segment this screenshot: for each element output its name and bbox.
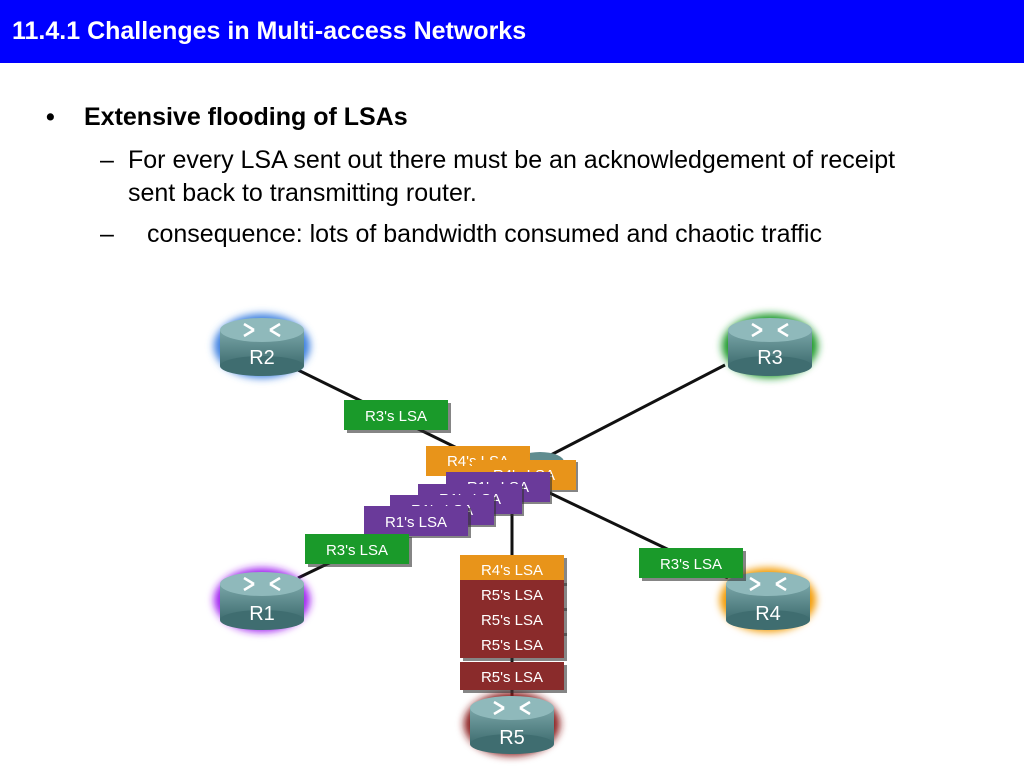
lsa-r4-bottom: R4's LSA xyxy=(460,555,567,586)
lsa-r3-top: R3's LSA xyxy=(344,400,451,433)
router-r2: R2 xyxy=(214,314,310,378)
slide-title: 11.4.1 Challenges in Multi-access Networ… xyxy=(12,17,527,45)
lsa-r1-front: R1's LSA xyxy=(364,506,471,538)
bullet-text: For every LSA sent out there must be an … xyxy=(128,146,896,207)
router-arrows-icon xyxy=(243,576,281,592)
router-r3: R3 xyxy=(722,314,818,378)
router-label: R3 xyxy=(757,347,783,369)
router-label: R2 xyxy=(249,347,275,369)
svg-text:R5's LSA: R5's LSA xyxy=(481,669,543,686)
router-arrows-icon xyxy=(749,576,787,592)
svg-text:R3's LSA: R3's LSA xyxy=(326,542,388,559)
router-arrows-icon xyxy=(493,700,531,716)
dash-marker: – xyxy=(100,146,114,174)
lsa-r5-4: R5's LSA xyxy=(460,662,567,693)
bullet-text: Extensive flooding of LSAs xyxy=(84,103,408,131)
lsa-r5-3: R5's LSA xyxy=(460,630,567,661)
router-arrows-icon xyxy=(243,322,281,338)
router-r1: R1 xyxy=(214,568,310,632)
router-label: R4 xyxy=(755,603,781,625)
router-r4: R4 xyxy=(720,568,816,632)
lsa-r3-left: R3's LSA xyxy=(305,534,412,567)
dash-marker: – xyxy=(100,220,114,248)
svg-text:R5's LSA: R5's LSA xyxy=(481,637,543,654)
svg-text:R3's LSA: R3's LSA xyxy=(660,556,722,573)
router-label: R1 xyxy=(249,603,275,625)
svg-text:R5's LSA: R5's LSA xyxy=(481,587,543,604)
router-arrows-icon xyxy=(751,322,789,338)
svg-text:R4's LSA: R4's LSA xyxy=(481,562,543,579)
title-bar: 11.4.1 Challenges in Multi-access Networ… xyxy=(0,0,1024,63)
lsa-r3-right: R3's LSA xyxy=(639,548,746,581)
router-r5: R5 xyxy=(464,692,560,756)
svg-text:R3's LSA: R3's LSA xyxy=(365,408,427,425)
bullet-text: consequence: lots of bandwidth consumed … xyxy=(147,220,822,248)
router-label: R5 xyxy=(499,727,525,749)
lsa-r5-2: R5's LSA xyxy=(460,605,567,636)
svg-text:R1's LSA: R1's LSA xyxy=(385,514,447,531)
svg-text:R5's LSA: R5's LSA xyxy=(481,612,543,629)
bullet-marker: • xyxy=(46,103,55,131)
